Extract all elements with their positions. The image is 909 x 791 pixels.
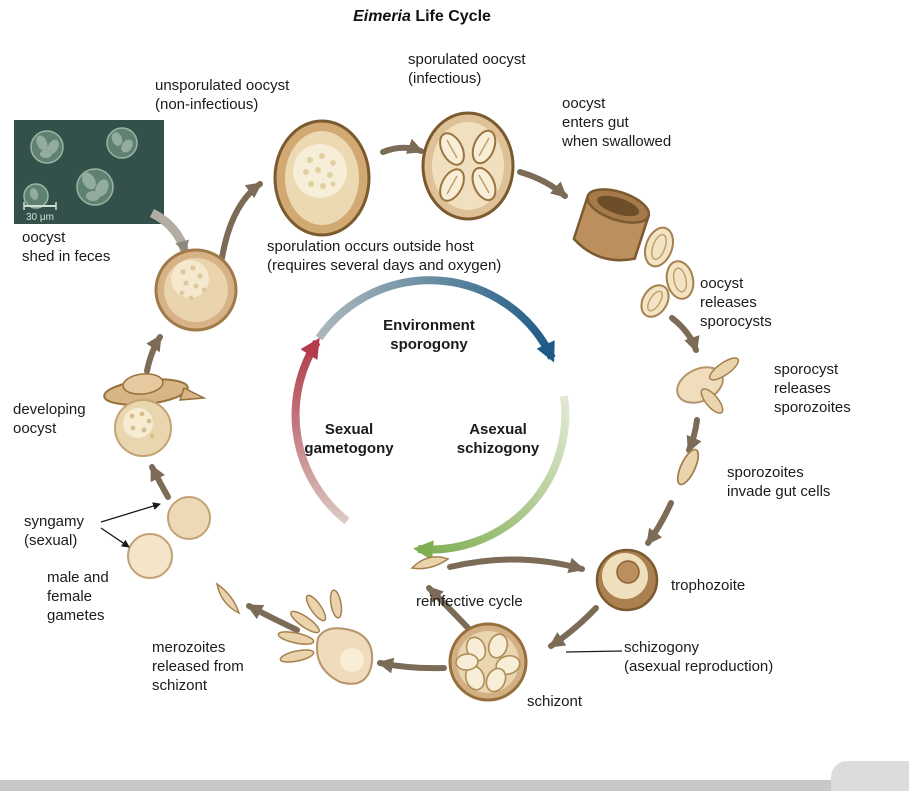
- cycle-arcs: [291, 276, 570, 561]
- schizont-illustration: [448, 622, 528, 702]
- sporulated-oocyst-illustration: [421, 111, 515, 221]
- released-sporocysts-illustration: [640, 226, 695, 318]
- sporocyst-releases-illustration: [676, 357, 740, 414]
- arrow-trophozoite-to-schizont: [548, 605, 599, 649]
- page-title: Eimeria Life Cycle: [0, 8, 844, 26]
- flow-arrows: [144, 138, 702, 674]
- label-sporocyst-releases-sporozoites: sporocyst releases sporozoites: [774, 361, 851, 417]
- label-sexual-gametogony: Sexual gametogony: [304, 421, 394, 458]
- label-sporulated-oocyst: sporulated oocyst (infectious): [408, 51, 526, 88]
- arrow-sporozoite-to-trophozoite: [645, 500, 674, 546]
- arrow-reinfective-up: [426, 585, 473, 633]
- arrow-developing-to-shed: [144, 334, 163, 374]
- gametogony-arc: [291, 337, 350, 525]
- sporozoite-illustration: [676, 448, 700, 486]
- syngamy-pointer-upper: [100, 502, 161, 523]
- label-sporozoites-invade: sporozoites invade gut cells: [727, 464, 831, 501]
- sporogony-arc: [315, 276, 556, 363]
- merozoites-burst-illustration: [277, 589, 374, 685]
- title-genus: Eimeria: [353, 8, 411, 25]
- label-reinfective-cycle: reinfective cycle: [416, 593, 523, 610]
- arrow-shed-to-unsporulated: [219, 181, 263, 261]
- label-oocyst-releases-sporocysts: oocyst releases sporocysts: [700, 275, 772, 331]
- label-oocyst-enters-gut: oocyst enters gut when swallowed: [562, 95, 672, 151]
- arrow-merozoites-to-gametes: [246, 603, 300, 633]
- feces-arrow: [149, 208, 190, 255]
- pointer-lines: [100, 502, 623, 653]
- gametes-illustration: [127, 496, 211, 579]
- gamete-cell: [167, 496, 211, 540]
- label-asexual-schizogony: Asexual schizogony: [456, 421, 540, 458]
- syngamy-pointer-lower: [100, 527, 130, 548]
- feces-micrograph: 30 μm: [14, 120, 164, 224]
- arrow-reinfective-right: [447, 556, 585, 574]
- oocyst-enters-gut-illustration: [572, 188, 651, 262]
- unsporulated-oocyst-illustration: [273, 119, 371, 237]
- micrograph-scale-label: 30 μm: [26, 212, 54, 223]
- schizogony-pointer: [565, 650, 623, 653]
- arrow-gut-to-sporocyst: [669, 315, 700, 353]
- label-syngamy: syngamy (sexual): [24, 513, 85, 550]
- arrow-gametes-to-developing: [149, 464, 171, 500]
- merozoite-crescent-left: [215, 582, 241, 615]
- oocyst-shed-illustration: [154, 248, 238, 332]
- title-rest: Life Cycle: [410, 8, 491, 25]
- developing-oocyst-illustration: [103, 373, 207, 457]
- arrow-schizont-to-merozoites: [377, 657, 447, 674]
- label-oocyst-shed-in-feces: oocyst shed in feces: [22, 229, 111, 266]
- merozoite-crescent-center: [410, 556, 450, 570]
- label-unsporulated-oocyst: unsporulated oocyst (non-infectious): [155, 77, 290, 114]
- arrow-sporulated-to-gut: [517, 169, 568, 199]
- label-sporulation-note: sporulation occurs outside host (require…: [267, 238, 502, 275]
- arrow-sporocyst-to-sporozoite: [686, 417, 702, 453]
- bottom-right-tab: [831, 761, 909, 791]
- arrow-unsporulated-to-sporulated: [380, 138, 424, 155]
- bottom-edge-strip: [0, 780, 909, 791]
- label-male-female-gametes: male and female gametes: [47, 569, 109, 625]
- label-schizont: schizont: [527, 693, 583, 710]
- label-schizogony: schizogony (asexual reproduction): [624, 639, 774, 676]
- gamete-cell: [127, 533, 173, 579]
- label-environment-sporogony: Environment sporogony: [383, 317, 475, 354]
- label-developing-oocyst: developing oocyst: [13, 401, 86, 438]
- label-trophozoite: trophozoite: [671, 577, 746, 594]
- label-merozoites-released: merozoites released from schizont: [152, 639, 244, 695]
- schizogony-arc: [413, 395, 570, 561]
- trophozoite-illustration: [595, 548, 659, 612]
